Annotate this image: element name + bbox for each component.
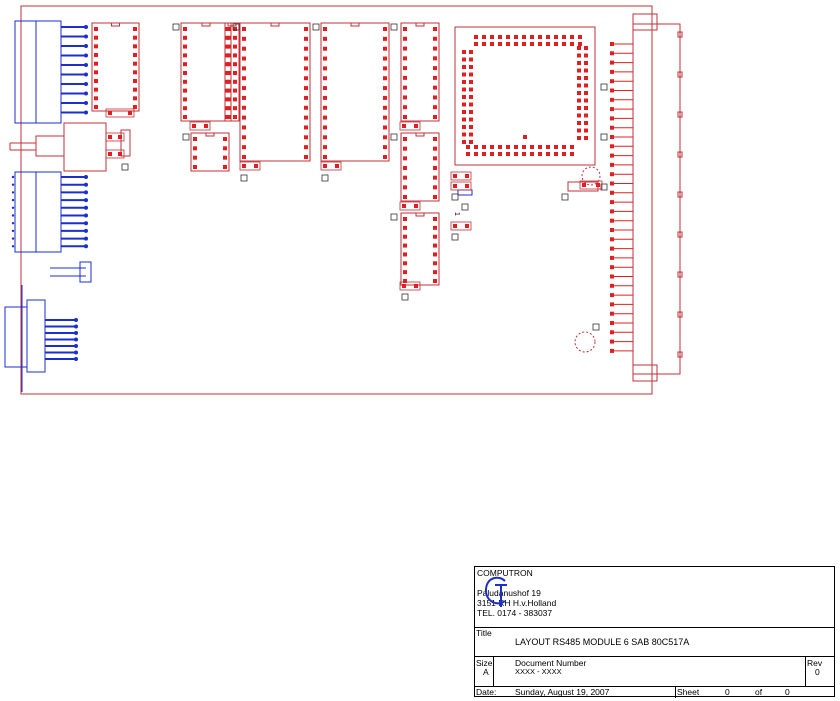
- small-header: [50, 261, 92, 283]
- sheet-label: Sheet: [677, 687, 700, 697]
- size-value: A: [483, 667, 489, 677]
- document-number-label: Document Number: [515, 658, 587, 668]
- document-title: LAYOUT RS485 MODULE 6 SAB 80C517A: [515, 637, 690, 647]
- left-connector-middle-pins: [11, 175, 88, 249]
- diode: [457, 189, 473, 196]
- sub-d-connector-pins: [45, 318, 78, 361]
- sub-d-connector: [4, 285, 46, 392]
- sheet-value: 0: [725, 687, 730, 697]
- edge-connector: [632, 13, 681, 382]
- company-name: COMPUTRON: [477, 568, 533, 578]
- dip-footprint: [400, 212, 440, 286]
- document-number: XXXX - XXXX: [515, 667, 562, 676]
- date-label: Date:: [476, 687, 497, 697]
- left-connector-top: [14, 20, 62, 124]
- capacitor-bottom: [574, 331, 596, 353]
- rev-label: Rev: [807, 658, 823, 668]
- of-value: 0: [785, 687, 790, 697]
- dip-footprint: [224, 22, 240, 122]
- pcb-layout: 1: [4, 5, 683, 395]
- company-phone: TEL. 0174 - 383037: [477, 608, 553, 618]
- dip-footprint: [400, 132, 440, 202]
- ic-footprints: [91, 22, 440, 286]
- dip-footprint: [239, 22, 311, 162]
- company-address-2: 3151 RH H.v.Holland: [477, 598, 557, 608]
- edge-connector-pins: [610, 31, 683, 358]
- board-outline: [20, 5, 653, 395]
- company-address-1: Paludanushof 19: [477, 588, 541, 598]
- dip-footprint: [91, 22, 140, 112]
- date-value: Sunday, August 19, 2007: [515, 687, 610, 697]
- oscillator: [567, 166, 601, 192]
- dip-footprint: [320, 22, 390, 162]
- plcc-socket: [454, 26, 596, 166]
- dip-footprint: [400, 22, 440, 122]
- dip-footprint: [180, 22, 232, 122]
- of-label: of: [755, 687, 763, 697]
- size-label: Size: [476, 658, 493, 668]
- left-connector-middle: [14, 171, 62, 253]
- title-label: Title: [476, 628, 492, 638]
- left-connector-top-pins: [61, 25, 88, 115]
- board-mark-label: 1: [453, 212, 460, 216]
- reference-markers: [121, 23, 608, 331]
- regulator-block: [9, 122, 131, 172]
- computron-logo-icon: [484, 576, 507, 607]
- title-block: COMPUTRON Paludanushof 19 3151 RH H.v.Ho…: [474, 566, 835, 698]
- dip-footprint: [190, 132, 230, 172]
- passive-footprints: [105, 108, 603, 291]
- rev-value: 0: [815, 667, 820, 677]
